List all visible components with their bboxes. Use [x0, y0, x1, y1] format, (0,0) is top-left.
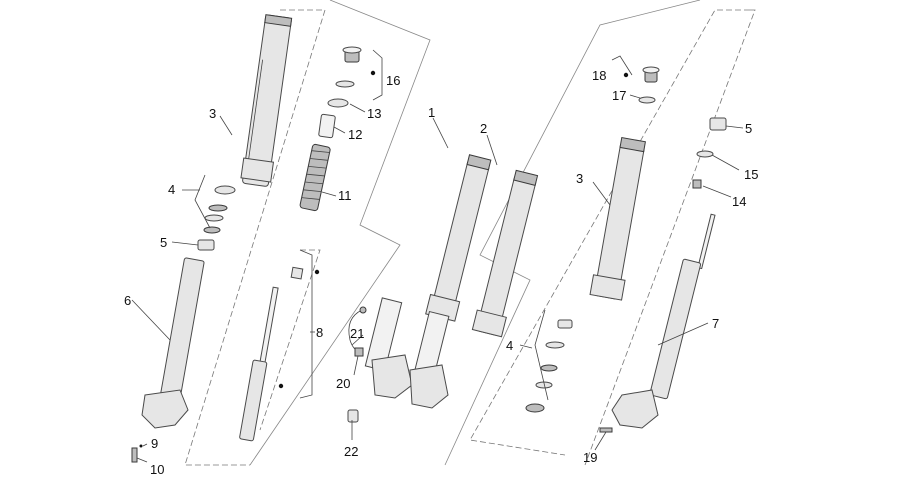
assembled-fork-2: [409, 169, 539, 409]
left-spring: [299, 143, 331, 212]
leader-dots: [278, 70, 629, 389]
callout-14: 14: [732, 194, 746, 209]
right-outer-boundary: [584, 9, 756, 466]
callout-10: 10: [150, 462, 164, 477]
left-inner-boundary: [259, 249, 321, 431]
left-center-boundary: [249, 0, 431, 466]
callout-5-left: 5: [160, 235, 167, 250]
callout-5-right: 5: [745, 121, 752, 136]
callout-13: 13: [367, 106, 381, 121]
callout-1: 1: [428, 105, 435, 120]
callout-3-right: 3: [576, 171, 583, 186]
right-group-boundary: [469, 9, 750, 456]
callout-22: 22: [344, 444, 358, 459]
sensor-assembly: [347, 306, 367, 423]
assembled-fork-1: [364, 154, 492, 399]
callout-8: 8: [316, 325, 323, 340]
callout-20: 20: [336, 376, 350, 391]
callout-18: 18: [592, 68, 606, 83]
left-cartridge: [239, 266, 304, 442]
callout-17: 17: [612, 88, 626, 103]
left-bolt: [131, 447, 138, 463]
right-center-boundary: [444, 0, 701, 466]
left-spacer: [318, 113, 336, 139]
left-bushing: [197, 239, 215, 251]
left-lower-tube: [158, 257, 205, 410]
callout-16: 16: [386, 73, 400, 88]
callout-9: 9: [151, 436, 158, 451]
callout-15: 15: [744, 167, 758, 182]
left-internals: [239, 46, 362, 442]
callout-2: 2: [480, 121, 487, 136]
right-fork-exploded: [525, 66, 727, 433]
callout-19: 19: [583, 450, 597, 465]
left-axle-bracket: [141, 389, 189, 429]
left-washer-13: [327, 98, 349, 108]
leader-lines: [131, 49, 744, 463]
left-upper-tube: [240, 14, 293, 187]
left-fork-exploded: [131, 14, 293, 463]
callout-21: 21: [350, 326, 364, 341]
left-seal-kit: [203, 185, 236, 234]
callout-6: 6: [124, 293, 131, 308]
left-washer: [139, 444, 143, 448]
callout-4-right: 4: [506, 338, 513, 353]
callout-3-left: 3: [209, 106, 216, 121]
callout-12: 12: [348, 127, 362, 142]
callout-labels: 1 2 3 3 4 4 5 5 6 7 8 9 10 11 12 13 14 1…: [124, 68, 758, 477]
callout-7: 7: [712, 316, 719, 331]
callout-11: 11: [338, 188, 352, 203]
left-top-cap: [335, 46, 362, 88]
group-boundaries: [184, 0, 756, 466]
left-group-boundary: [184, 9, 326, 466]
callout-4-left: 4: [168, 182, 175, 197]
